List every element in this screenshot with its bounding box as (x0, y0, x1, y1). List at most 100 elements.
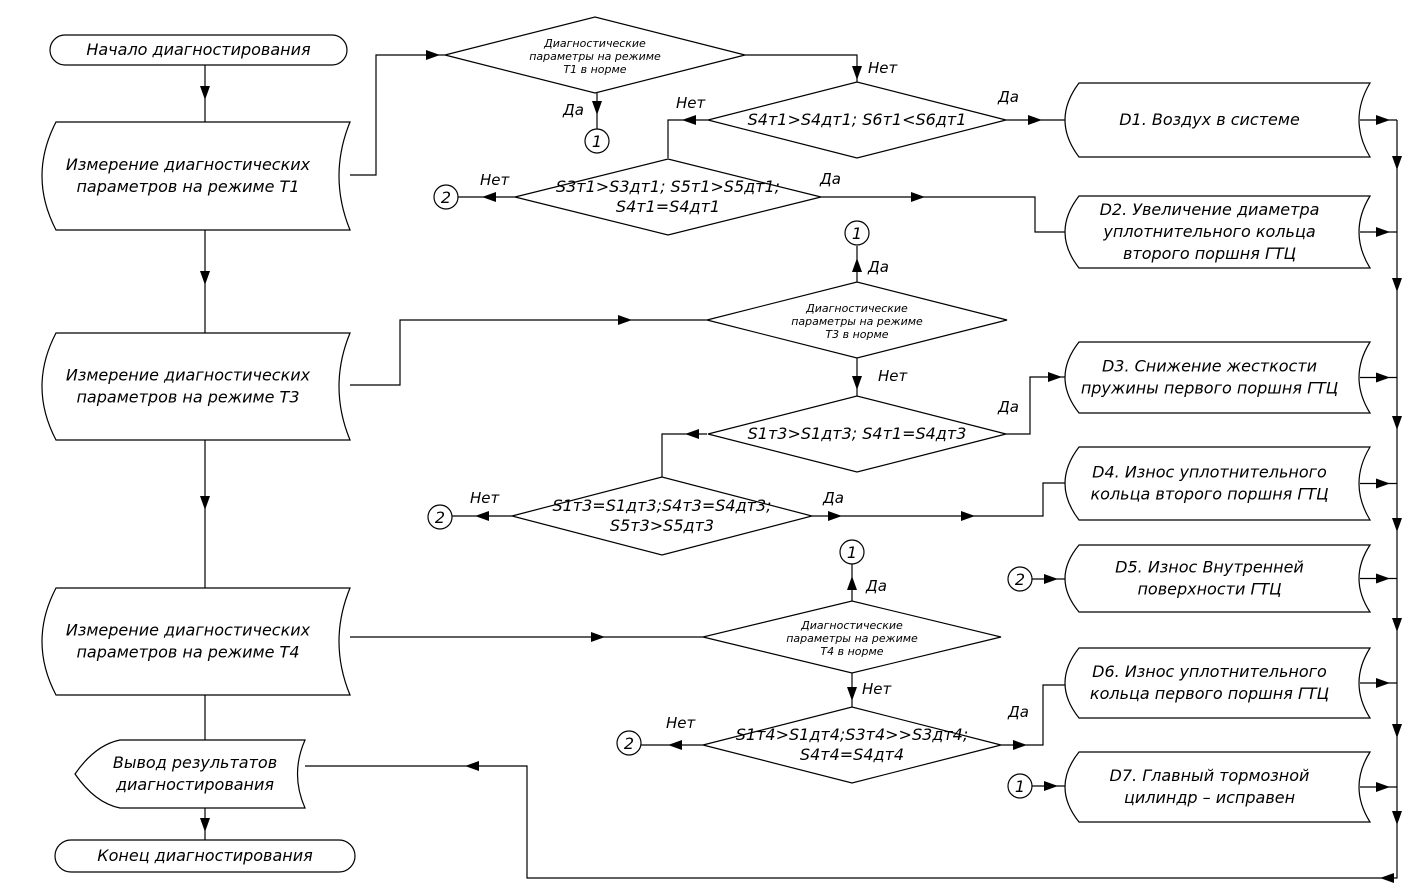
connector-line (812, 482, 1065, 517)
arrow-head-icon (1392, 724, 1402, 738)
condition-d4-text: S5т3>S5дт3 (610, 516, 714, 535)
arrow-head-icon (200, 86, 210, 100)
norm-check-t4-text: Т4 в норме (820, 645, 883, 658)
measurement-block-t4-text: Измерение диагностических (66, 621, 311, 640)
arrow-head-icon (1376, 372, 1390, 383)
measurement-block-t4-text: параметров на режиме Т4 (76, 643, 299, 662)
arrow-head-icon (852, 258, 862, 272)
diagnosis-d1 (1064, 82, 1372, 158)
no-label: Нет (470, 489, 501, 507)
diagnosis-d6-text: D6. Износ уплотнительного (1092, 662, 1327, 681)
measurement-block-t4 (41, 587, 351, 696)
measurement-block-t3 (41, 332, 351, 441)
no-label: Нет (676, 94, 707, 112)
norm-check-t3-text: параметры на режиме (791, 315, 923, 328)
norm-check-t4-text: Диагностические (800, 619, 903, 632)
diagnosis-d5-text: поверхности ГТЦ (1137, 580, 1281, 599)
arrow-head-icon (961, 511, 975, 521)
yes-label: Да (997, 88, 1019, 106)
end-terminal-label: Конец диагностирования (97, 846, 313, 865)
no-label: Нет (878, 367, 909, 385)
arrow-head-icon (1392, 618, 1402, 632)
arrow-head-icon (1376, 782, 1390, 792)
arrow-head-icon (911, 192, 925, 202)
arrow-head-icon (828, 511, 842, 521)
connector-line (1006, 376, 1065, 435)
diagnosis-d2-text: второго поршня ГТЦ (1123, 244, 1296, 263)
arrow-head-icon (426, 50, 440, 60)
output-block-text: Вывод результатов (113, 753, 277, 772)
arrow-head-icon (200, 271, 210, 285)
diagnosis-d5 (1064, 544, 1372, 613)
diagnosis-d3-text: пружины первого поршня ГТЦ (1081, 379, 1338, 398)
diagnosis-d3 (1064, 341, 1372, 414)
diagnosis-d4-text: кольца второго поршня ГТЦ (1091, 485, 1329, 504)
diagnosis-d5-text: D5. Износ Внутренней (1115, 558, 1304, 577)
condition-d2-text: S3т1>S3дт1; S5т1>S5дт1; (556, 177, 780, 196)
arrow-head-icon (200, 818, 210, 832)
norm-check-t1-text: параметры на режиме (529, 50, 661, 63)
output-block (74, 739, 306, 809)
arrow-head-icon (592, 101, 602, 115)
arrow-head-icon (1013, 740, 1027, 750)
norm-check-t3-text: Диагностические (805, 302, 908, 315)
norm-check-t1-text: Диагностические (543, 37, 646, 50)
connector-line (350, 54, 445, 176)
connector-2 (433, 184, 459, 210)
arrow-head-icon (1028, 115, 1042, 125)
connector-2-label: 2 (441, 188, 451, 207)
arrow-head-icon (685, 429, 699, 439)
arrow-head-icon (1392, 811, 1402, 825)
no-label: Нет (862, 680, 893, 698)
yes-label: Да (867, 258, 889, 276)
yes-label: Да (997, 398, 1019, 416)
end-terminal (54, 839, 356, 873)
yes-label: Да (1007, 703, 1029, 721)
arrow-head-icon (852, 376, 862, 390)
yes-label: Да (819, 170, 841, 188)
arrow-head-icon (1044, 574, 1058, 584)
connector-1 (839, 539, 865, 565)
diagnosis-d1-text: D1. Воздух в системе (1119, 110, 1300, 129)
connector-2 (616, 730, 642, 756)
arrow-head-icon (1044, 781, 1058, 791)
condition-d4-text: S1т3=S1дт3;S4т3=S4дт3; (552, 496, 771, 515)
arrow-head-icon (1376, 227, 1390, 237)
no-label: Нет (480, 171, 511, 189)
yes-label: Да (865, 577, 887, 595)
diagnosis-d2-text: D2. Увеличение диаметра (1100, 200, 1320, 219)
arrow-head-icon (847, 687, 857, 701)
arrow-head-icon (847, 576, 857, 590)
diagnosis-d4 (1064, 446, 1372, 521)
norm-check-t4-text: параметры на режиме (786, 632, 918, 645)
diagnosis-d6-text: кольца первого поршня ГТЦ (1090, 684, 1329, 703)
measurement-block-t1 (41, 121, 351, 231)
arrow-head-icon (482, 192, 496, 202)
connector-1 (844, 220, 870, 246)
condition-d3-text: S1т3>S1дт3; S4т1=S4дт3 (748, 424, 967, 443)
no-label: Нет (868, 59, 899, 77)
condition-d2-text: S4т1=S4дт1 (616, 197, 720, 216)
diagnosis-d7-text: D7. Главный тормозной (1110, 766, 1310, 785)
diagnosis-d6 (1064, 647, 1372, 719)
measurement-block-t1-text: Измерение диагностических (66, 155, 311, 174)
diagnosis-d3-text: D3. Снижение жесткости (1102, 357, 1317, 376)
connector-2-label: 2 (435, 508, 445, 527)
arrow-head-icon (1392, 518, 1402, 532)
measurement-block-t3-text: параметров на режиме Т3 (76, 388, 299, 407)
arrow-head-icon (1380, 873, 1394, 883)
arrow-head-icon (1376, 678, 1390, 688)
connector-2 (427, 504, 453, 530)
condition-d1-text: S4т1>S4дт1; S6т1<S6дт1 (748, 110, 967, 129)
connector-line (667, 119, 708, 158)
connector-line (821, 196, 1065, 233)
arrow-head-icon (618, 315, 632, 325)
arrow-head-icon (1392, 416, 1402, 430)
arrow-head-icon (1048, 372, 1062, 382)
connector-1-label: 1 (847, 543, 857, 562)
connector-line (745, 54, 858, 82)
diagnosis-d7 (1064, 751, 1372, 823)
norm-check-t3 (706, 281, 1008, 359)
connector-1-label: 1 (592, 132, 602, 151)
